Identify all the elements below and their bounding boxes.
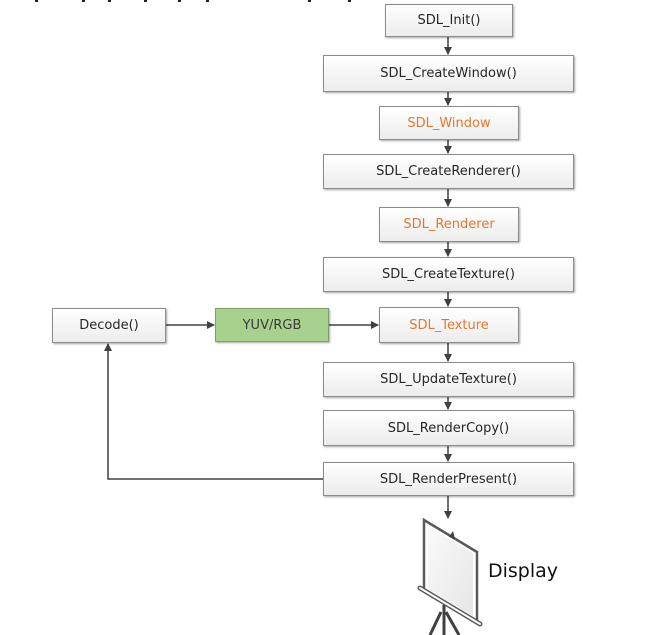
cropped-text-residue — [206, 0, 209, 2]
display-label: Display — [488, 560, 559, 582]
cropped-text-residue — [108, 0, 111, 2]
cropped-text-residue — [144, 0, 147, 2]
sdl-render-present-node: SDL_RenderPresent() — [323, 462, 574, 496]
cropped-text-residue — [178, 0, 181, 2]
decode-node: Decode() — [52, 308, 166, 343]
sdl-create-renderer-node: SDL_CreateRenderer() — [323, 154, 574, 189]
sdl-create-texture-node: SDL_CreateTexture() — [323, 257, 574, 292]
sdl-update-texture-node: SDL_UpdateTexture() — [323, 362, 574, 397]
cropped-text-residue — [348, 0, 351, 2]
sdl-renderer-node: SDL_Renderer — [379, 207, 519, 242]
sdl-render-copy-node: SDL_RenderCopy() — [323, 410, 574, 446]
cropped-text-residue — [82, 0, 85, 2]
projector-screen-icon — [417, 517, 483, 635]
sdl-init-node: SDL_Init() — [385, 4, 513, 37]
yuv-rgb-node: YUV/RGB — [215, 308, 329, 342]
cropped-text-residue — [35, 0, 38, 2]
arrow-render-present-to-decode-loop — [104, 343, 323, 480]
cropped-text-residue — [308, 0, 311, 2]
sdl-window-node: SDL_Window — [379, 106, 519, 140]
sdl-create-window-node: SDL_CreateWindow() — [323, 55, 574, 92]
sdl-texture-node: SDL_Texture — [379, 307, 519, 343]
